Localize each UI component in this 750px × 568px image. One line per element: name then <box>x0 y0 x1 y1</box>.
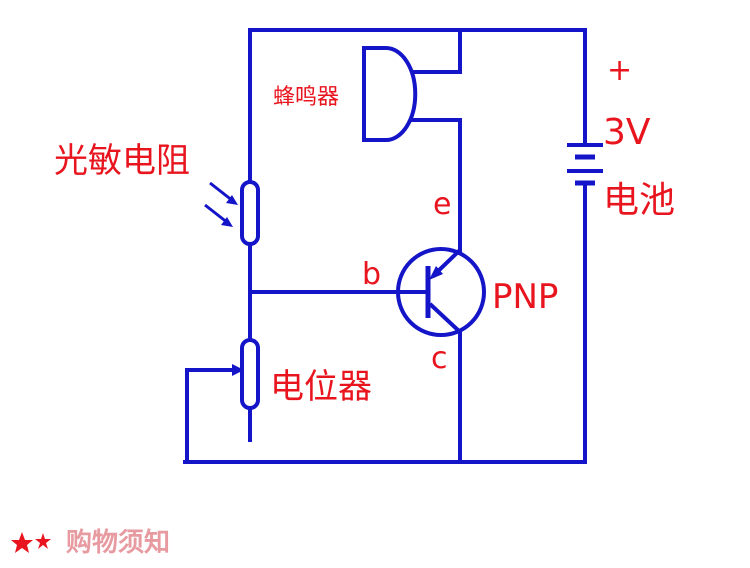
circuit-wires <box>183 28 587 464</box>
light-arrows-icon <box>204 181 238 227</box>
transistor-type-label: PNP <box>492 277 558 317</box>
battery <box>567 143 603 186</box>
buzzer <box>362 46 418 142</box>
photoresistor-label: 光敏电阻 <box>54 141 190 181</box>
shopping-notice-title[interactable]: 购物须知 <box>66 528 170 558</box>
battery-label: 电池 <box>603 180 675 221</box>
base-label: b <box>362 257 381 292</box>
pnp-transistor <box>396 247 486 337</box>
emitter-label: e <box>433 187 451 222</box>
emitter-arrow-icon <box>429 266 443 280</box>
buzzer-label: 蜂鸣器 <box>273 85 339 110</box>
battery-voltage-label: 3V <box>603 112 651 153</box>
potentiometer-label: 电位器 <box>270 367 372 407</box>
collector-label: c <box>431 341 448 376</box>
potentiometer <box>232 338 260 410</box>
photoresistor <box>204 180 260 246</box>
two-stars-icon <box>11 532 51 553</box>
battery-plus-label: + <box>607 53 632 88</box>
wiper-arrow-icon <box>232 364 244 376</box>
